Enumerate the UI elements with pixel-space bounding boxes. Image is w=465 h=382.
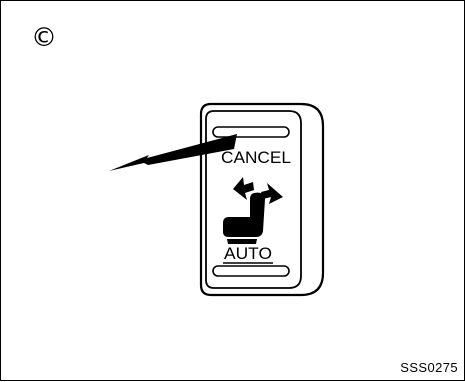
cancel-groove (212, 126, 290, 138)
auto-label: AUTO (224, 244, 272, 263)
cancel-label: CANCEL (221, 148, 291, 167)
figure-code: SSS0275 (400, 360, 458, 375)
double-arrow-icon (233, 177, 283, 204)
seat-icon (223, 192, 265, 244)
panel-badge: © (31, 23, 57, 53)
pointing-arrow-icon (109, 134, 237, 171)
auto-groove (212, 265, 290, 277)
